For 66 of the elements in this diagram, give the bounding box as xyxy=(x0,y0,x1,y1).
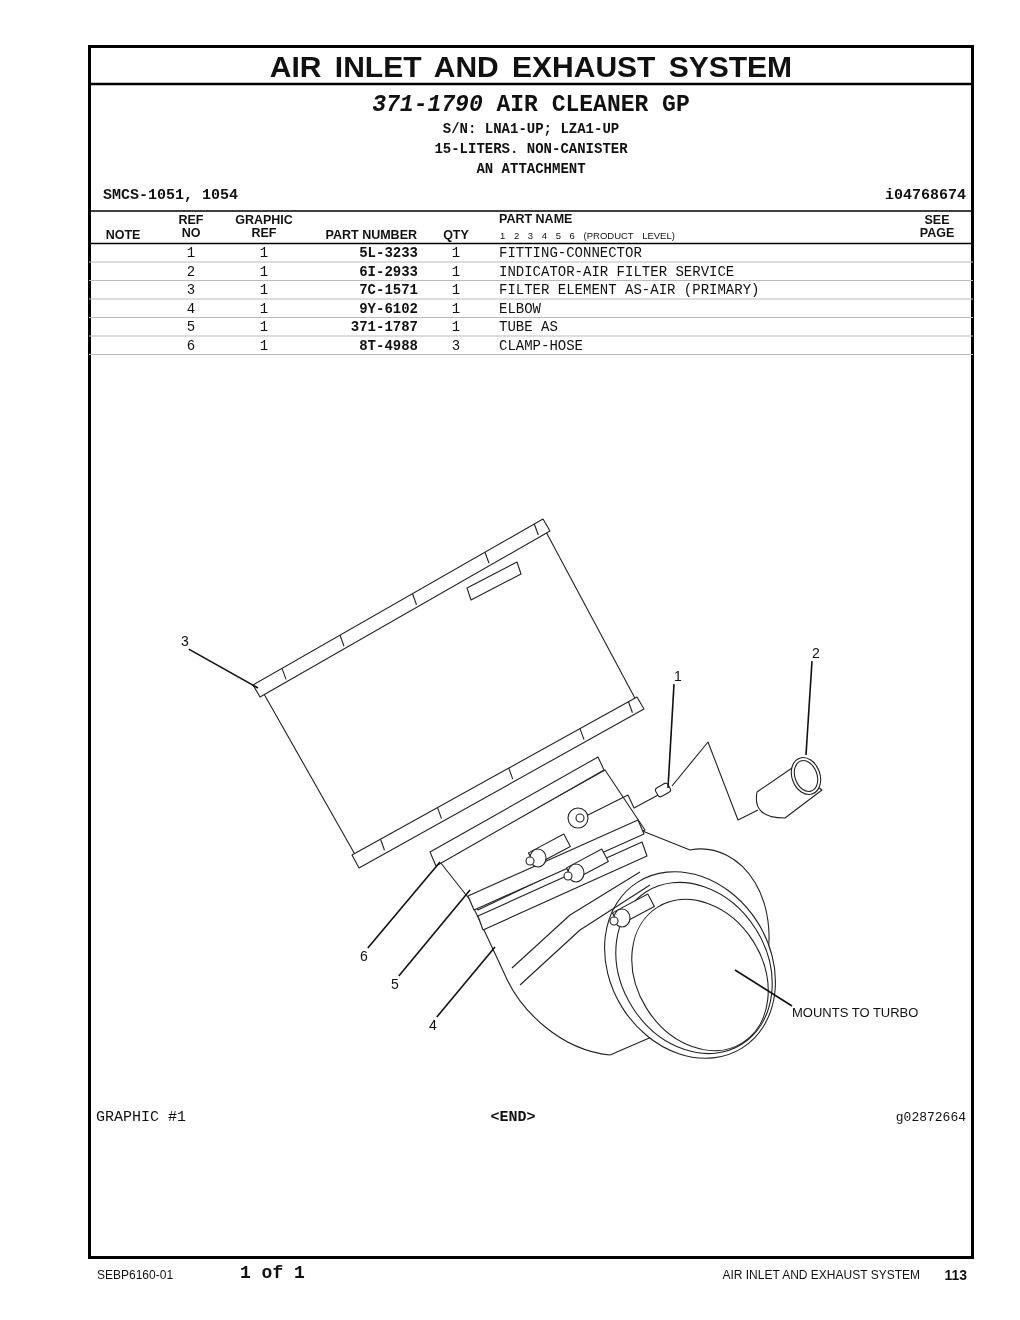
part-number: 5L-3233 xyxy=(358,245,418,262)
part-number: 6I-2933 xyxy=(358,263,418,280)
part-number: 8T-4988 xyxy=(358,337,418,354)
part-number: 9Y-6102 xyxy=(358,300,418,317)
description-note: AN ATTACHMENT xyxy=(475,161,587,178)
end-marker: <END> xyxy=(489,1109,537,1127)
page-count: 1 of 1 xyxy=(240,1263,306,1284)
part-number: 371-1787 xyxy=(349,319,418,336)
column-header: QTY xyxy=(442,228,470,243)
part-name: FITTING-CONNECTOR xyxy=(499,245,643,262)
reference-number: 1 xyxy=(185,245,197,262)
graphic-reference: 1 xyxy=(258,300,270,317)
description-note: 15-LITERS. NON-CANISTER xyxy=(433,141,629,158)
callout-number: 1 xyxy=(674,668,682,685)
callout-text: MOUNTS TO TURBO xyxy=(792,1006,919,1021)
section-heading: 371-1790 AIR CLEANER GP xyxy=(371,92,691,119)
reference-number: 3 xyxy=(185,282,197,299)
document-number: SEBP6160-01 xyxy=(97,1269,175,1283)
page-number: 113 xyxy=(943,1267,967,1284)
graphic-reference: 1 xyxy=(258,319,270,336)
footer-title: AIR INLET AND EXHAUST SYSTEM xyxy=(721,1269,920,1283)
part-name: FILTER ELEMENT AS-AIR (PRIMARY) xyxy=(499,282,761,299)
callout-number: 2 xyxy=(812,645,820,662)
quantity: 1 xyxy=(450,245,462,262)
quantity: 1 xyxy=(450,282,462,299)
reference-number: 6 xyxy=(185,337,197,354)
serial-note: S/N: LNA1-UP; LZA1-UP xyxy=(441,121,621,138)
graphic-id: g02872664 xyxy=(894,1111,966,1126)
leader-line xyxy=(805,660,813,756)
graphic-number: GRAPHIC #1 xyxy=(96,1109,187,1127)
reference-number: 5 xyxy=(185,319,197,336)
column-header: PART NAME xyxy=(499,212,574,227)
graphic-reference: 1 xyxy=(258,263,270,280)
leader-line xyxy=(398,889,471,977)
part-name: TUBE AS xyxy=(499,319,559,336)
part-number: 7C-1571 xyxy=(358,282,418,299)
column-header: SEE PAGE xyxy=(918,214,956,241)
leader-line xyxy=(667,683,675,789)
leader-line xyxy=(734,969,793,1007)
reference-number: 2 xyxy=(185,263,197,280)
column-header: REF NO xyxy=(177,214,205,241)
graphic-reference: 1 xyxy=(258,282,270,299)
quantity: 1 xyxy=(450,300,462,317)
leader-line xyxy=(436,946,496,1018)
leader-line xyxy=(367,861,441,949)
callout-number: 5 xyxy=(391,976,399,993)
quantity: 3 xyxy=(450,337,462,354)
column-subheader: 1 2 3 4 5 6 (PRODUCT LEVEL) xyxy=(500,231,676,242)
document-id: i04768674 xyxy=(884,187,966,205)
part-name: INDICATOR-AIR FILTER SERVICE xyxy=(499,263,736,280)
reference-number: 4 xyxy=(185,300,197,317)
quantity: 1 xyxy=(450,319,462,336)
column-header: PART NUMBER xyxy=(324,228,417,243)
callout-number: 6 xyxy=(360,948,368,965)
quantity: 1 xyxy=(450,263,462,280)
leader-line xyxy=(188,648,259,689)
part-name: CLAMP-HOSE xyxy=(499,337,584,354)
graphic-reference: 1 xyxy=(258,337,270,354)
callout-number: 3 xyxy=(181,633,189,650)
column-header: GRAPHIC REF xyxy=(234,214,294,241)
page-title: AIR INLET AND EXHAUST SYSTEM xyxy=(268,50,794,85)
callout-number: 4 xyxy=(429,1017,437,1034)
part-name: ELBOW xyxy=(499,300,542,317)
column-header: NOTE xyxy=(104,228,142,243)
graphic-reference: 1 xyxy=(258,245,270,262)
code-reference: SMCS-1051, 1054 xyxy=(103,187,240,205)
